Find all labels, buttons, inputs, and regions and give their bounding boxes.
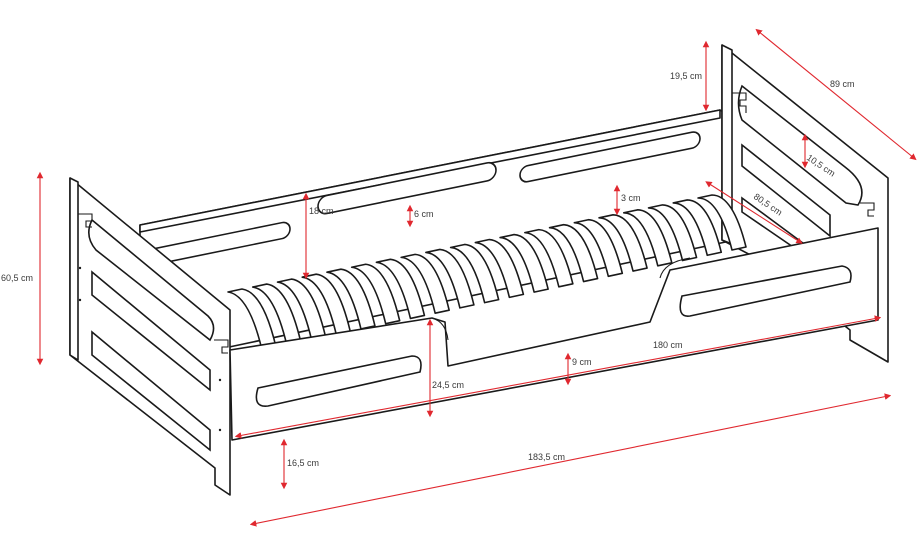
label-top-cutout: 19,5 cm xyxy=(670,71,702,81)
slat xyxy=(647,204,698,262)
label-width: 89 cm xyxy=(830,79,855,89)
label-leg-height: 16,5 cm xyxy=(287,458,319,468)
slat xyxy=(598,213,648,272)
back-rail xyxy=(139,109,736,361)
slat xyxy=(548,223,599,283)
slat xyxy=(499,233,549,293)
slat xyxy=(622,209,673,267)
label-guard-gap: 9 cm xyxy=(572,357,592,367)
label-guard-height: 24,5 cm xyxy=(432,380,464,390)
label-total-height: 60,5 cm xyxy=(1,273,33,283)
slat xyxy=(524,228,574,288)
slat xyxy=(425,248,475,309)
label-rail-height: 18 cm xyxy=(309,206,334,216)
dimension-lines xyxy=(36,28,917,527)
label-slot-height-rail: 6 cm xyxy=(414,209,434,219)
label-length-inner: 180 cm xyxy=(653,340,683,350)
foot-end-board xyxy=(69,177,231,496)
slat xyxy=(400,253,450,314)
slat xyxy=(474,238,525,299)
slat xyxy=(449,243,500,304)
slat xyxy=(573,218,624,278)
label-length-total: 183,5 cm xyxy=(528,452,565,462)
label-slot-height-end: 3 cm xyxy=(621,193,641,203)
